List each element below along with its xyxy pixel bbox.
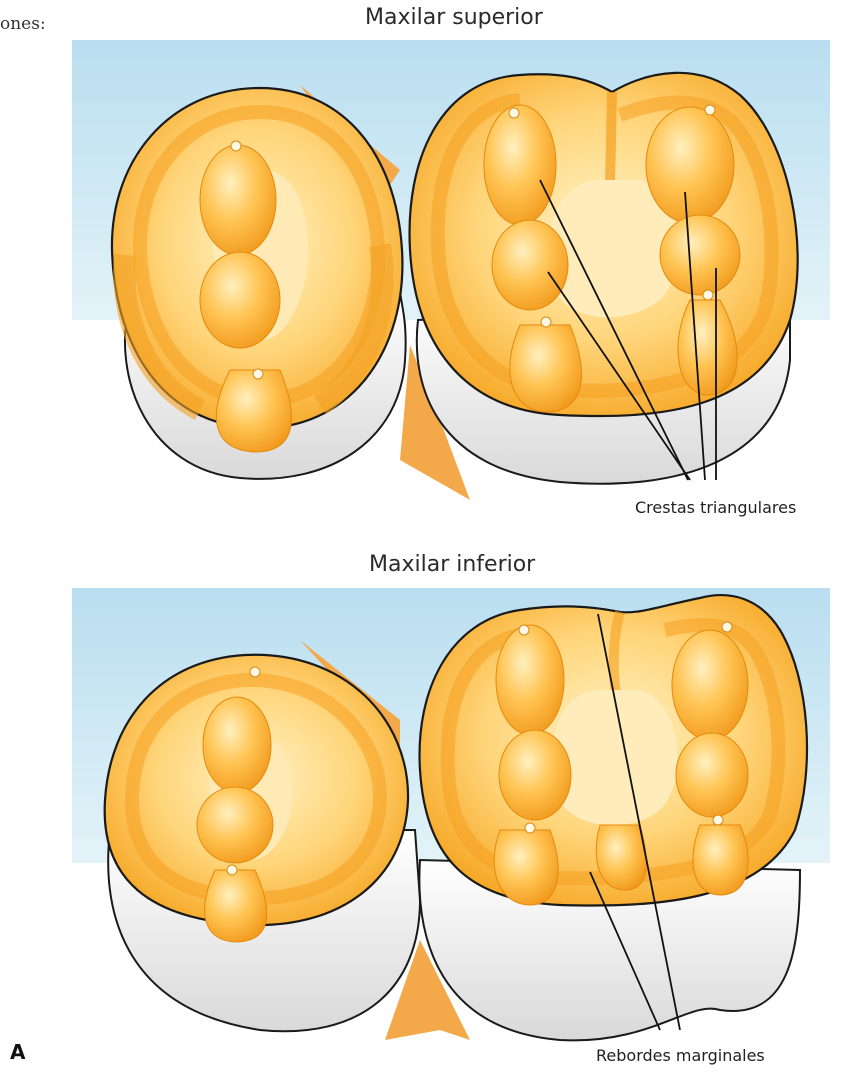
upper-left-tooth: [112, 88, 406, 479]
lower-right-tooth: [419, 595, 807, 1040]
upper-panel: [72, 40, 830, 500]
lower-panel: [72, 588, 830, 1040]
lower-left-tooth: [105, 655, 420, 1032]
upper-right-tooth: [410, 73, 798, 484]
